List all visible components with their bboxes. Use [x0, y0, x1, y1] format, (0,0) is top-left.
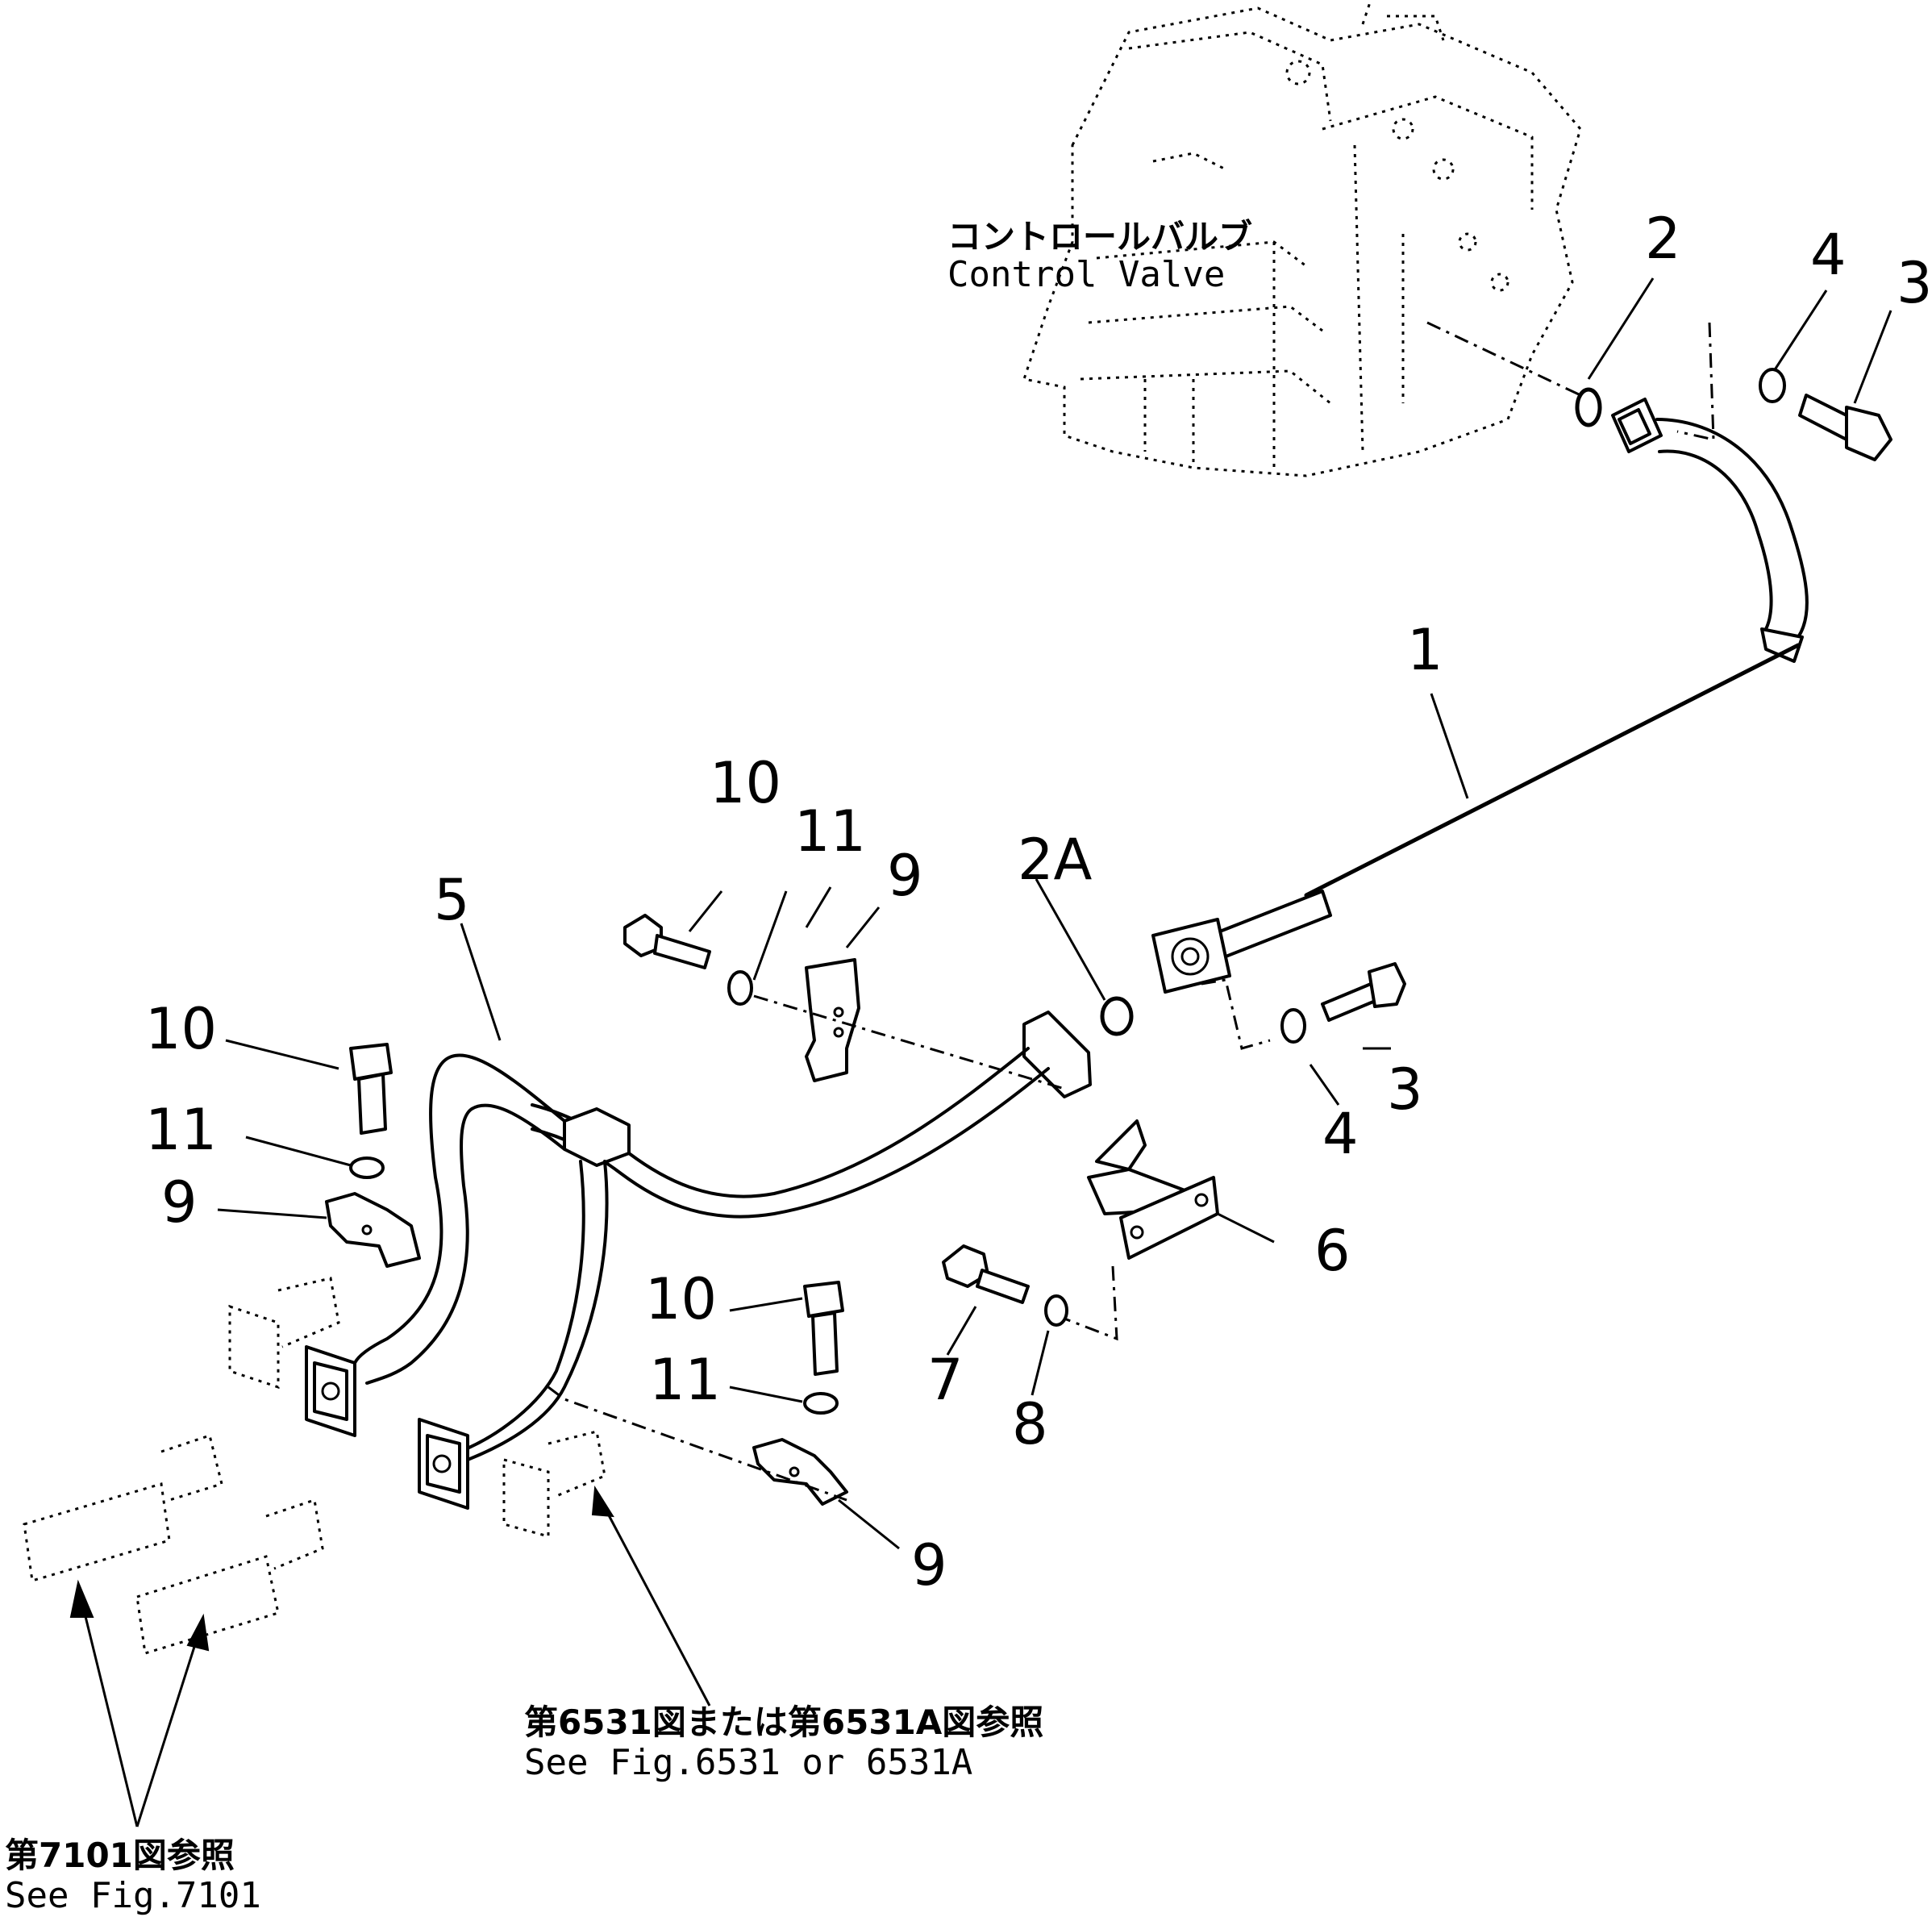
pipe-5: [305, 1011, 1092, 1510]
bolt-10-left: [349, 1043, 393, 1135]
callout-1: 1: [1407, 617, 1443, 683]
callout-10-left: 10: [145, 996, 217, 1062]
control-valve: [1022, 0, 1582, 477]
callout-10-lower: 10: [645, 1266, 717, 1332]
bolt-10-upper: [623, 914, 711, 969]
washer-4-mid: [1280, 1008, 1306, 1044]
washer-11-lower: [803, 1392, 839, 1415]
pipe-1: [1151, 398, 1809, 994]
reference-fitting-lower: [502, 1430, 606, 1538]
centerline-valve-port: [1426, 321, 1581, 397]
control-valve-label-en: Control Valve: [947, 254, 1225, 295]
centerline-bolt-top: [1676, 322, 1715, 441]
see-6531-label-jp: 第6531図または第6531A図参照: [524, 1702, 1043, 1742]
callout-11-upper: 11: [794, 798, 866, 865]
washer-11-left: [349, 1156, 385, 1179]
callout-2a: 2A: [1018, 827, 1093, 893]
callout-3-top: 3: [1897, 250, 1932, 316]
callout-9-upper: 9: [887, 843, 923, 909]
callout-11-left: 11: [145, 1097, 217, 1163]
centerline-bracket: [1064, 1265, 1118, 1341]
bracket-6: [1087, 1119, 1219, 1260]
callout-9-left: 9: [161, 1169, 198, 1236]
clamp-9-lower: [752, 1438, 848, 1506]
arrow-see-6531: [591, 1485, 711, 1707]
bolt-10-lower: [803, 1281, 844, 1376]
centerline-bolt-mid: [1201, 978, 1271, 1050]
washer-8: [1044, 1294, 1068, 1327]
callout-10-upper: 10: [710, 750, 781, 816]
centerline-upper-fasteners: [753, 994, 1065, 1090]
bolt-3-mid: [1321, 962, 1406, 1022]
centerline-lower-fitting: [548, 1386, 847, 1502]
o-ring-2a: [1100, 996, 1134, 1036]
callout-5: 5: [434, 867, 470, 933]
callout-leaders: [217, 277, 1892, 1550]
callout-3-mid: 3: [1387, 1056, 1423, 1123]
see-6531-label-en: See Fig.6531 or 6531A: [524, 1742, 972, 1783]
callout-2-top: 2: [1645, 206, 1681, 272]
callout-8: 8: [1012, 1391, 1048, 1457]
callout-6: 6: [1314, 1218, 1351, 1284]
control-valve-label-jp: コントロールバルブ: [947, 217, 1252, 256]
reference-pipe-7101-a: [23, 1434, 223, 1582]
callout-4-top: 4: [1810, 222, 1847, 288]
clamp-9-left: [325, 1192, 421, 1268]
bolt-3-top: [1798, 394, 1892, 461]
callout-9-lower: 9: [911, 1532, 947, 1598]
callout-4-mid: 4: [1322, 1101, 1359, 1167]
callout-11-lower: 11: [649, 1347, 721, 1413]
o-ring-2-top: [1575, 387, 1602, 427]
washer-4-top: [1759, 368, 1786, 403]
callout-7: 7: [927, 1347, 964, 1413]
reference-pipe-7101-b: [135, 1498, 324, 1655]
see-7101-label-en: See Fig.7101: [5, 1875, 261, 1916]
see-7101-label-jp: 第7101図参照: [5, 1836, 235, 1875]
washer-11-upper: [727, 970, 753, 1006]
reference-fitting-left: [228, 1277, 340, 1390]
arrow-see-7101-b: [135, 1613, 210, 1827]
arrow-see-7101-a: [69, 1579, 139, 1827]
bolt-7: [942, 1244, 1030, 1304]
